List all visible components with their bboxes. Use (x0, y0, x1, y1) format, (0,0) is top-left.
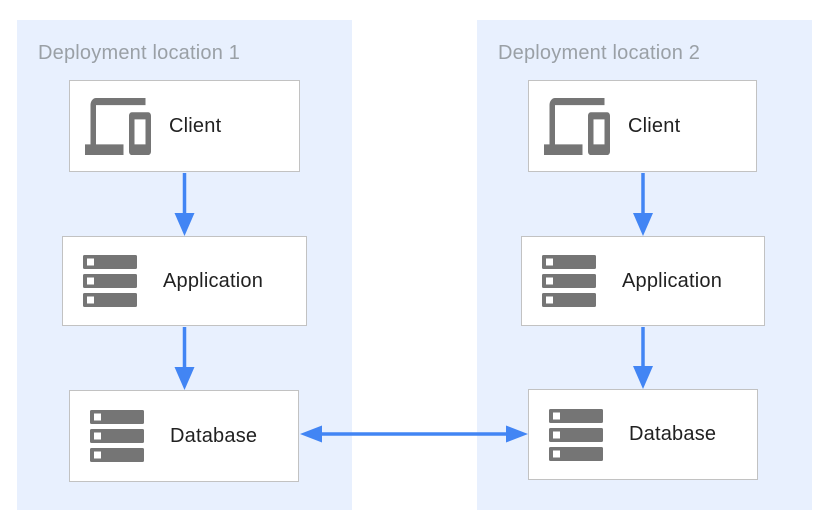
node-client-1: Client (69, 80, 300, 172)
node-label: Database (629, 423, 717, 445)
server-stack-icon (83, 255, 137, 307)
node-client-2: Client (528, 80, 757, 172)
node-application-1: Application (62, 236, 307, 326)
node-label: Client (169, 114, 222, 137)
node-label: Client (628, 114, 681, 137)
node-database-1: Database (69, 390, 299, 482)
server-stack-icon (90, 410, 144, 462)
server-stack-icon (542, 255, 596, 307)
node-label: Application (622, 269, 723, 292)
zone-title: Deployment location 2 (498, 42, 701, 64)
devices-icon (85, 97, 151, 155)
devices-icon (544, 97, 610, 155)
node-label: Database (170, 424, 258, 447)
node-database-2: Database (528, 389, 758, 480)
zone-title: Deployment location 1 (38, 42, 241, 64)
node-label: Application (163, 269, 264, 292)
server-stack-icon (549, 408, 603, 461)
node-application-2: Application (521, 236, 765, 326)
